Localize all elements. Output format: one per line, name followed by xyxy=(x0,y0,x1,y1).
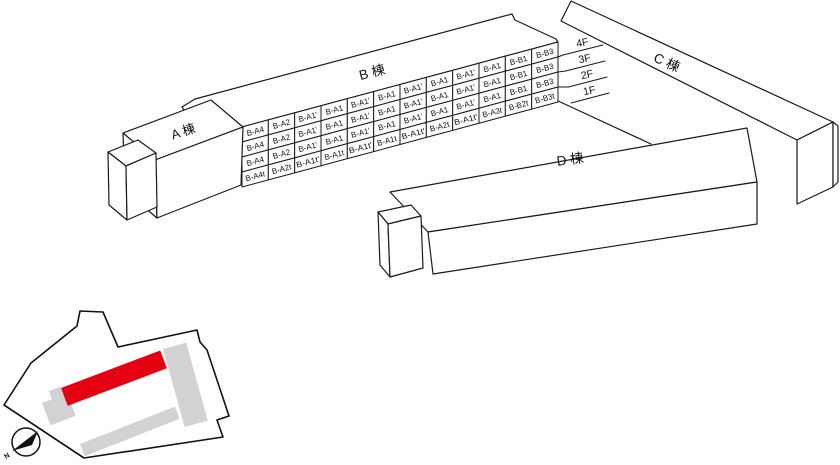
site-building-d xyxy=(80,406,180,457)
site-map: N xyxy=(3,310,230,461)
compass-needle-icon xyxy=(12,431,38,451)
unit-grid: B-A4B-A2B-A1'B-A1B-A1'B-A1B-A1'B-A1B-A1'… xyxy=(241,41,559,188)
site-building-b-highlight xyxy=(61,350,167,406)
main-diagram: B-A4B-A2B-A1'B-A1B-A1'B-A1B-A1'B-A1B-A1'… xyxy=(107,0,839,278)
site-building-a-step xyxy=(49,386,65,404)
floor-1f-leader xyxy=(551,97,652,145)
building-d-step-front xyxy=(387,215,424,278)
building-a-label: A 棟 xyxy=(169,121,197,143)
building-d-front-face xyxy=(427,181,758,275)
floor-label-3f: 3F xyxy=(577,52,591,66)
building-b-label: B 棟 xyxy=(358,62,388,83)
floor-label-2f: 2F xyxy=(580,68,594,82)
building-c-end-side xyxy=(832,121,839,188)
building-d-label: D 棟 xyxy=(556,150,585,169)
building-c-roof xyxy=(560,0,834,141)
floor-label-4f: 4F xyxy=(575,36,589,50)
building-a xyxy=(107,99,244,221)
building-a-step-front xyxy=(125,152,158,221)
building-d xyxy=(377,127,758,278)
compass-icon: N xyxy=(3,404,85,461)
unit-cell xyxy=(531,86,559,110)
floor-label-1f: 1F xyxy=(582,84,596,98)
floor-labels: 4F 3F 2F 1F xyxy=(557,36,610,104)
compass-north-label: N xyxy=(3,452,11,461)
building-c xyxy=(560,0,839,205)
site-building-c xyxy=(162,342,208,428)
